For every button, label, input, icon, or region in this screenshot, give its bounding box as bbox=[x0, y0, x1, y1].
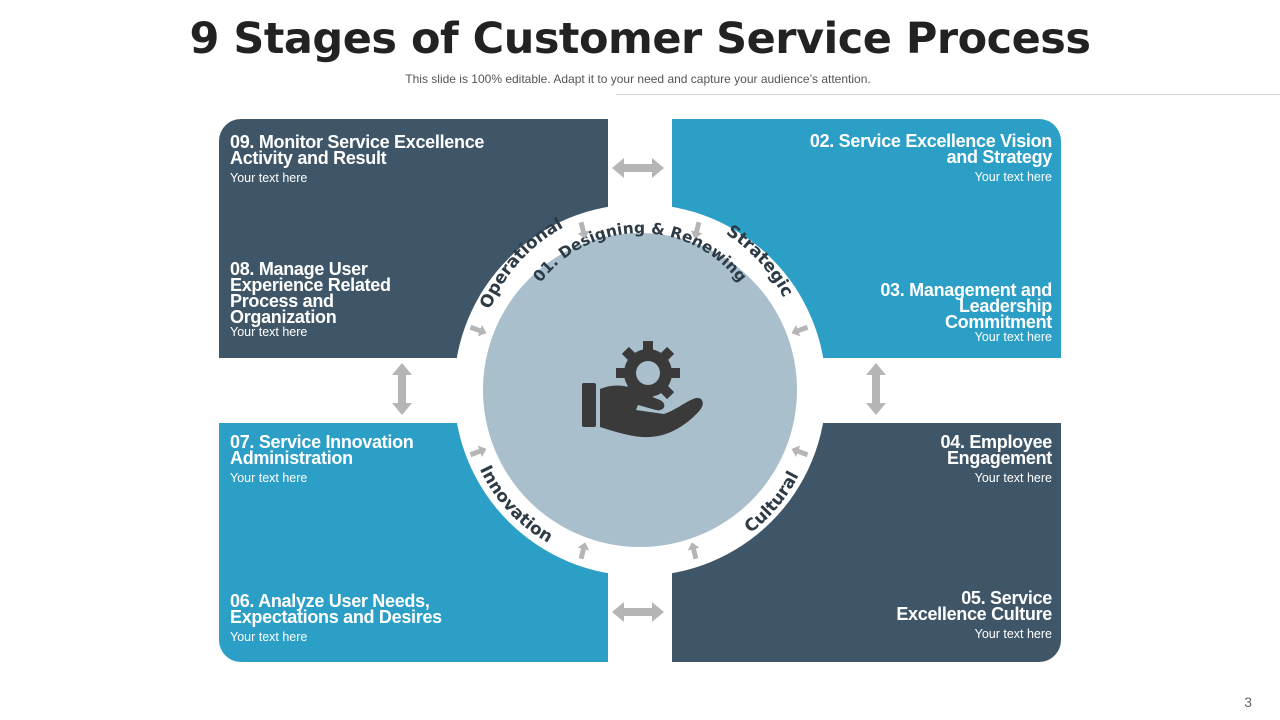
connector-arrows bbox=[392, 158, 886, 622]
stage-08-text: Your text here bbox=[230, 325, 308, 339]
stage-04-title: 04. Employee Engagement bbox=[940, 432, 1053, 468]
arrow-icon bbox=[577, 221, 590, 239]
stage-05-text: Your text here bbox=[974, 627, 1052, 641]
slide-title: 9 Stages of Customer Service Process bbox=[189, 14, 1092, 64]
stage-07-title: 07. Service Innovation Administration bbox=[230, 432, 414, 468]
stage-08: 08. Manage User Experience Related Proce… bbox=[230, 259, 530, 339]
stage-02-title: 02. Service Excellence Vision and Strate… bbox=[809, 131, 1052, 167]
arrow-icon bbox=[690, 221, 703, 239]
stage-07-text: Your text here bbox=[230, 471, 308, 485]
stage-04-text: Your text here bbox=[974, 471, 1052, 485]
stage-05: 05. Service Excellence Culture Your text… bbox=[752, 588, 1052, 641]
arrow-icon bbox=[791, 324, 809, 337]
stage-07: 07. Service Innovation Administration Yo… bbox=[230, 432, 530, 485]
stage-03-title: 03. Management and Leadership Commitment bbox=[880, 280, 1052, 332]
arrow-icon bbox=[687, 542, 700, 560]
ring-arrows bbox=[469, 221, 809, 560]
header-divider bbox=[616, 94, 1280, 95]
stage-03: 03. Management and Leadership Commitment… bbox=[752, 280, 1052, 344]
double-arrow-icon bbox=[612, 602, 664, 622]
arrow-icon bbox=[469, 324, 487, 337]
stage-04: 04. Employee Engagement Your text here bbox=[752, 432, 1053, 485]
arrow-icon bbox=[469, 445, 487, 458]
stage-06-text: Your text here bbox=[230, 630, 308, 644]
stage-03-text: Your text here bbox=[974, 330, 1052, 344]
arrow-icon bbox=[791, 445, 809, 458]
stage-06-title: 06. Analyze User Needs, Expectations and… bbox=[230, 591, 442, 627]
arrow-icon bbox=[577, 542, 590, 560]
double-arrow-icon bbox=[866, 363, 886, 415]
slide-subtitle: This slide is 100% editable. Adapt it to… bbox=[405, 72, 871, 86]
stage-05-title: 05. Service Excellence Culture bbox=[896, 588, 1052, 624]
double-arrow-icon bbox=[392, 363, 412, 415]
stage-02-text: Your text here bbox=[974, 170, 1052, 184]
page-number: 3 bbox=[1244, 694, 1252, 710]
stage-09: 09. Monitor Service Excellence Activity … bbox=[230, 132, 530, 185]
stage-09-title: 09. Monitor Service Excellence Activity … bbox=[230, 132, 485, 168]
stage-08-title: 08. Manage User Experience Related Proce… bbox=[230, 259, 391, 327]
stage-06: 06. Analyze User Needs, Expectations and… bbox=[230, 591, 530, 644]
hand-gear-icon bbox=[582, 341, 703, 438]
double-arrow-icon bbox=[612, 158, 664, 178]
stage-02: 02. Service Excellence Vision and Strate… bbox=[752, 131, 1052, 184]
stage-09-text: Your text here bbox=[230, 171, 308, 185]
